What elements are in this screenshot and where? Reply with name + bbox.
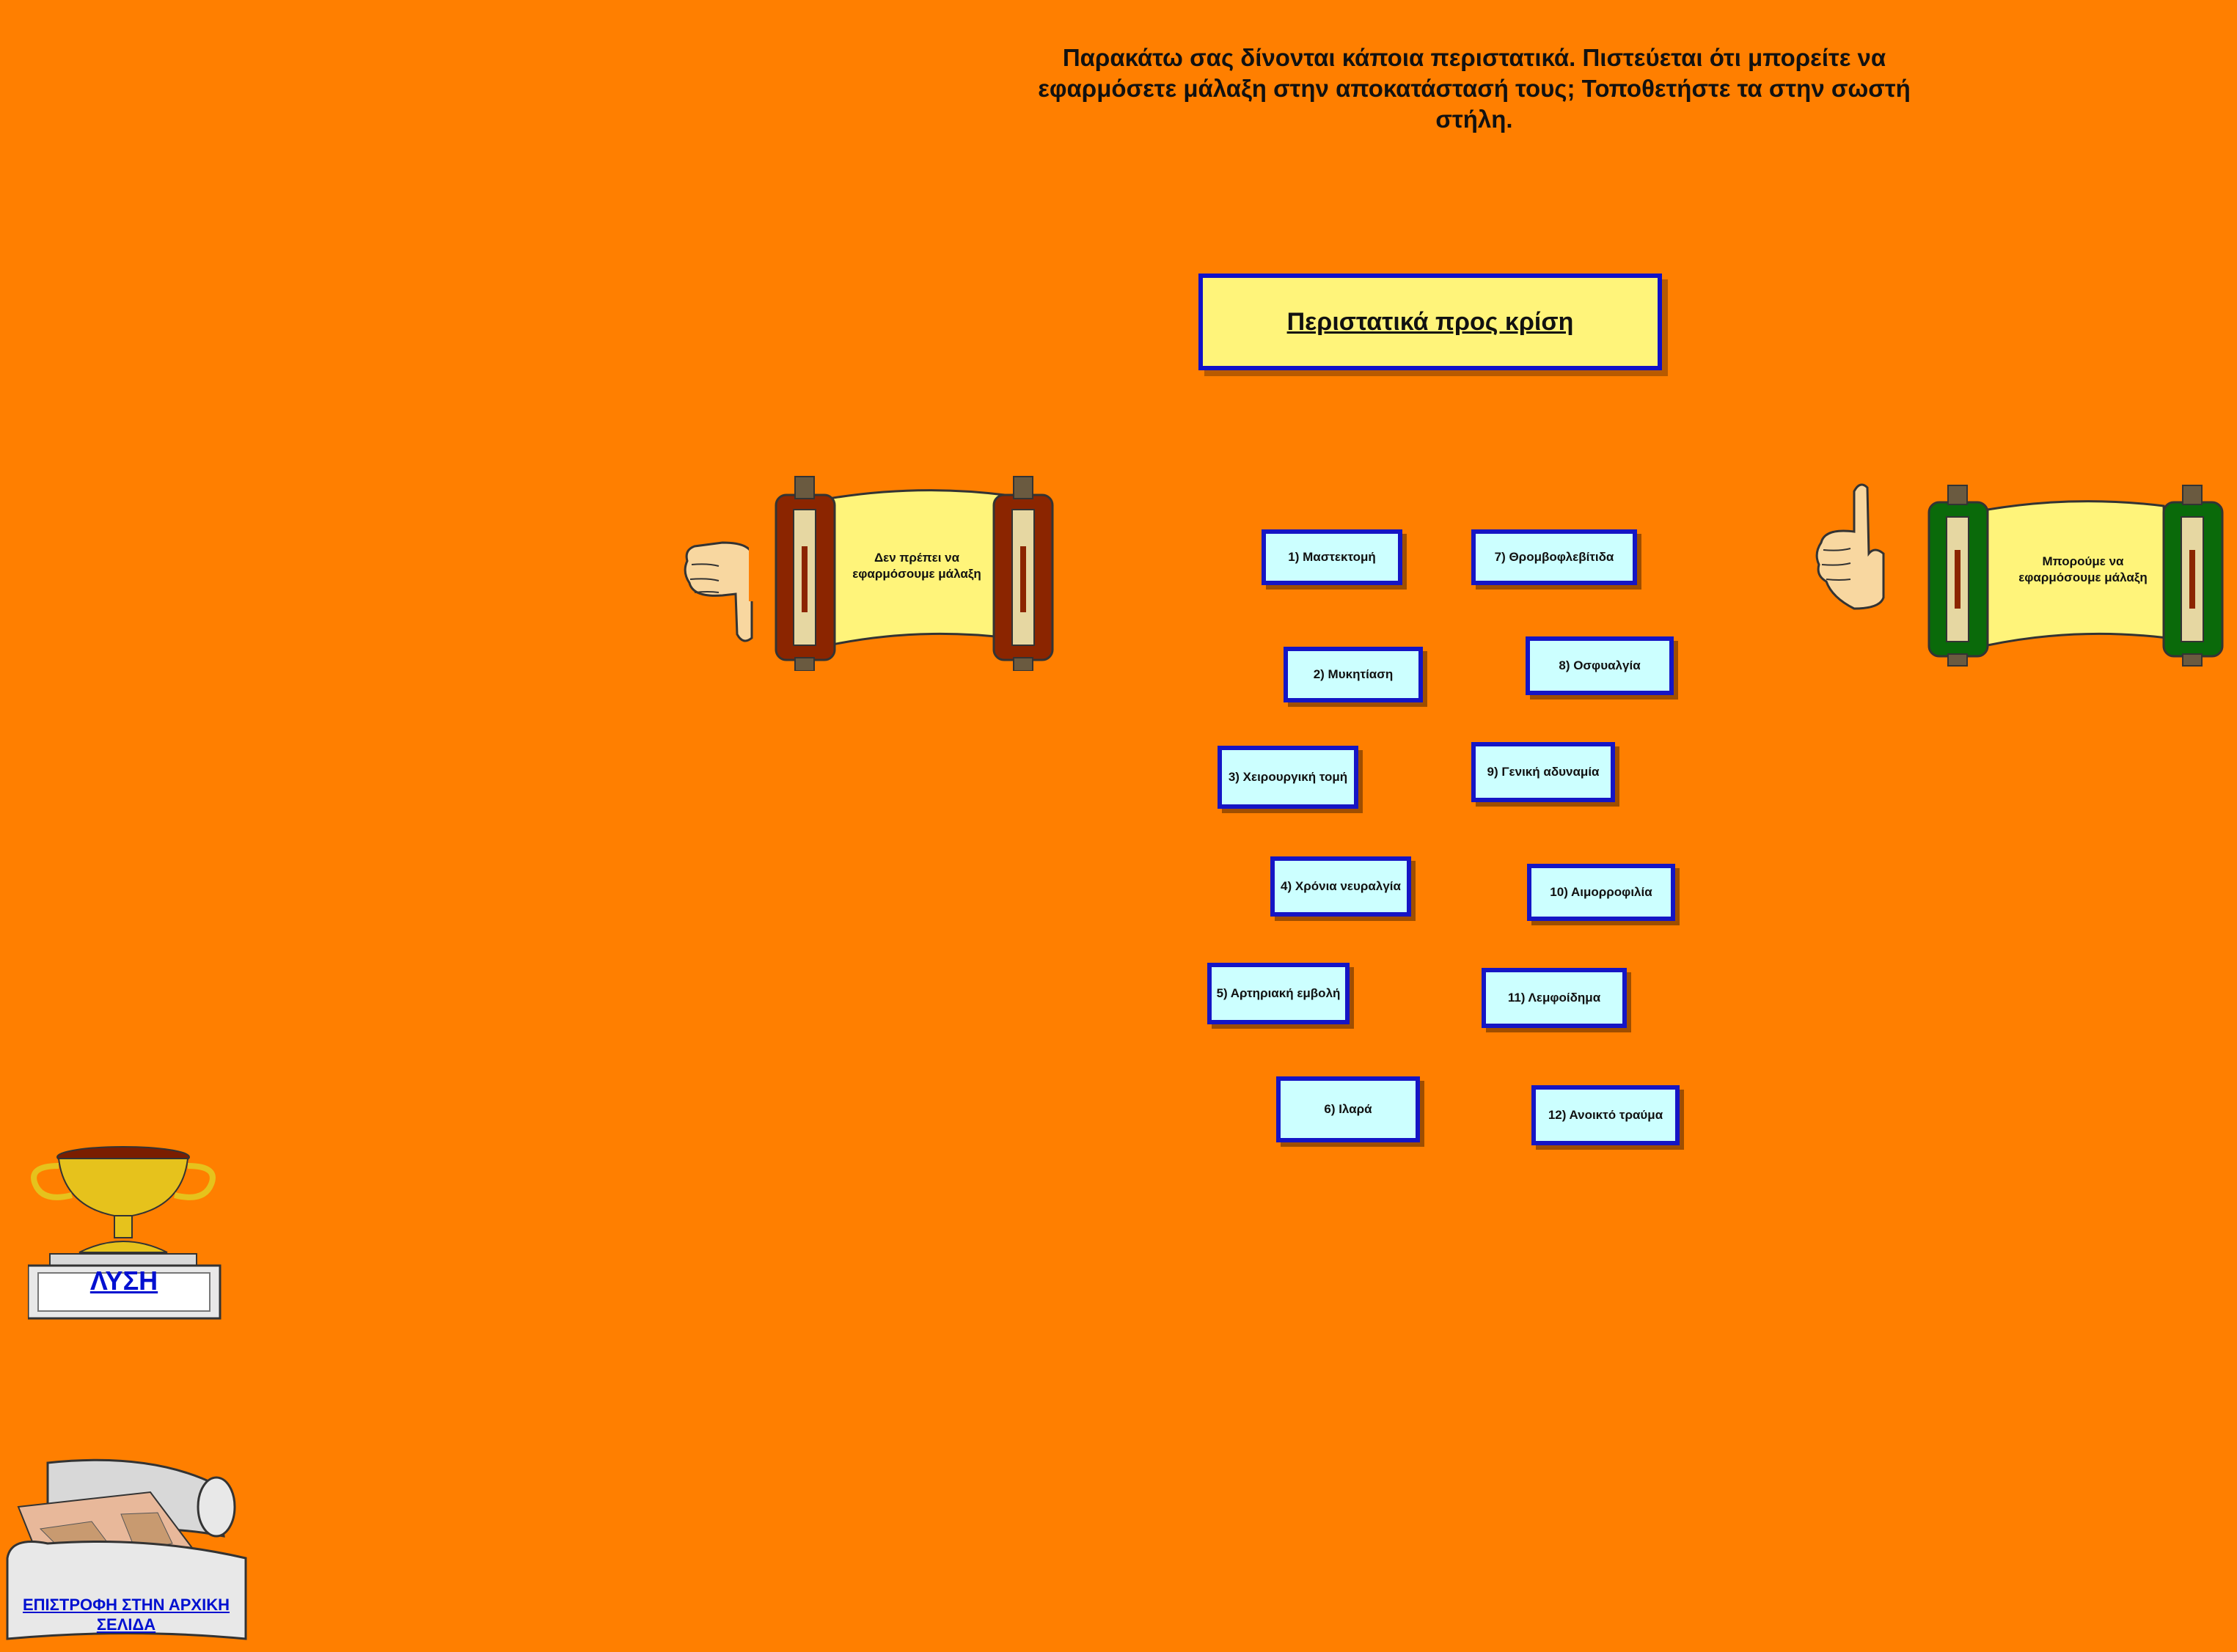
case-card-5[interactable]: 5) Αρτηριακή εμβολή bbox=[1207, 963, 1350, 1024]
case-card-6[interactable]: 6) Ιλαρά bbox=[1276, 1076, 1420, 1142]
thumbs-down-icon bbox=[678, 513, 766, 645]
case-card-1[interactable]: 1) Μαστεκτομή bbox=[1262, 529, 1402, 585]
scroll-no-label: Δεν πρέπει να εφαρμόσουμε μάλαξη bbox=[836, 550, 997, 582]
scroll-no-line2: εφαρμόσουμε μάλαξη bbox=[852, 567, 981, 581]
thumbs-up-icon bbox=[1810, 480, 1905, 616]
scroll-yes-line2: εφαρμόσουμε μάλαξη bbox=[2018, 570, 2148, 584]
home-label[interactable]: ΕΠΙΣΤΡΟΦΗ ΣΤΗΝ ΑΡΧΙΚΗ ΣΕΛΙΔΑ bbox=[9, 1595, 244, 1634]
home-button[interactable] bbox=[4, 1448, 249, 1646]
case-card-8[interactable]: 8) Οσφυαλγία bbox=[1526, 636, 1674, 695]
instructions-text: Παρακάτω σας δίνονται κάποια περιστατικά… bbox=[1038, 44, 1911, 133]
case-card-3[interactable]: 3) Χειρουργική τομή bbox=[1218, 746, 1358, 809]
home-label-line2: ΣΕΛΙΔΑ bbox=[96, 1615, 156, 1634]
scroll-yes-label: Μπορούμε να εφαρμόσουμε μάλαξη bbox=[2002, 554, 2164, 586]
case-card-9[interactable]: 9) Γενική αδυναμία bbox=[1471, 742, 1615, 802]
case-card-11[interactable]: 11) Λεμφοίδημα bbox=[1482, 968, 1627, 1028]
scroll-no-massage[interactable] bbox=[763, 473, 1071, 672]
case-card-4[interactable]: 4) Χρόνια νευραλγία bbox=[1270, 856, 1411, 917]
case-card-12[interactable]: 12) Ανοικτό τραύμα bbox=[1531, 1085, 1680, 1145]
case-card-2[interactable]: 2) Μυκητίαση bbox=[1284, 647, 1423, 702]
home-label-line1: ΕΠΙΣΤΡΟΦΗ ΣΤΗΝ ΑΡΧΙΚΗ bbox=[23, 1596, 230, 1614]
solution-label[interactable]: ΛΥΣΗ bbox=[89, 1266, 158, 1296]
map-scroll-icon bbox=[6, 1458, 247, 1640]
trophy-icon bbox=[26, 1146, 221, 1320]
case-card-7[interactable]: 7) Θρομβοφλεβίτιδα bbox=[1471, 529, 1637, 585]
cases-title-box: Περιστατικά προς κρίση bbox=[1198, 274, 1662, 370]
case-card-10[interactable]: 10) Αιμορροφιλία bbox=[1527, 864, 1675, 921]
scroll-no-line1: Δεν πρέπει να bbox=[874, 551, 960, 565]
cases-title: Περιστατικά προς κρίση bbox=[1286, 307, 1574, 336]
scroll-yes-massage[interactable] bbox=[1922, 484, 2230, 682]
solution-button[interactable] bbox=[26, 1144, 226, 1320]
scroll-yes-line1: Μπορούμε να bbox=[2042, 554, 2124, 568]
